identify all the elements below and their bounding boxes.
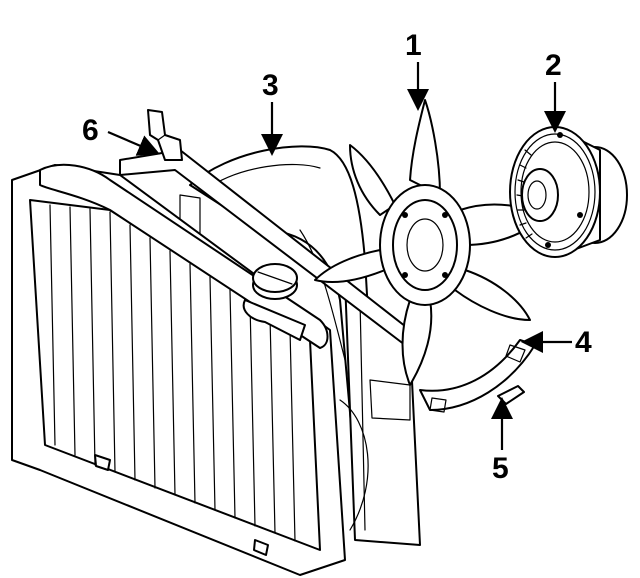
callout-4: 4 [521, 326, 592, 359]
svg-text:6: 6 [82, 114, 99, 147]
shroud-clip [497, 385, 525, 405]
callout-1: 1 [405, 29, 429, 111]
svg-text:3: 3 [262, 69, 279, 102]
svg-text:4: 4 [575, 326, 592, 359]
svg-text:1: 1 [405, 29, 422, 62]
shroud-bracket [147, 109, 183, 161]
callout-5: 5 [491, 397, 513, 485]
svg-text:2: 2 [545, 49, 562, 82]
radiator [11, 163, 346, 576]
fan-clutch [509, 126, 628, 258]
callout-2: 2 [544, 49, 566, 133]
radiator-cap [252, 263, 298, 300]
callout-6: 6 [82, 114, 161, 156]
callout-3: 3 [261, 69, 283, 156]
radiator-core-fins [49, 204, 296, 542]
clutch-cooling-fins [514, 133, 596, 251]
lower-fan-shroud [419, 339, 536, 413]
svg-text:5: 5 [492, 452, 509, 485]
